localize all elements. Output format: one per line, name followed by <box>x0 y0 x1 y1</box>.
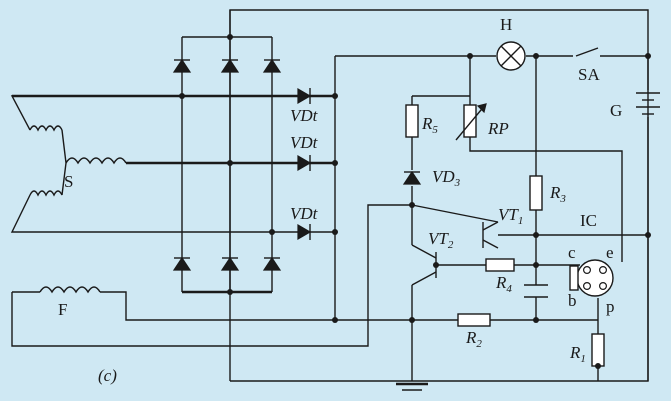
zener-vd3 <box>402 170 422 185</box>
vt2-label: VT2 <box>428 229 454 251</box>
stator-winding-s <box>10 94 335 233</box>
potentiometer-rp <box>455 103 487 141</box>
ic-label: IC <box>580 211 597 230</box>
r5-label: R5 <box>421 114 438 136</box>
battery-g <box>636 56 660 381</box>
r3-label: R3 <box>549 183 566 205</box>
lamp-h <box>496 41 526 71</box>
ic-socket <box>569 259 614 297</box>
bridge-rectifier <box>172 10 282 293</box>
transistor-vt2 <box>411 244 437 286</box>
r2-label: R2 <box>465 328 482 350</box>
ic-pin-c: c <box>568 243 576 262</box>
exciter-diodes <box>297 56 336 320</box>
lamp-label: H <box>500 15 512 34</box>
capacitor <box>524 284 548 298</box>
resistor-r2 <box>457 313 491 327</box>
top-rail <box>335 47 648 57</box>
r1-label: R1 <box>569 343 586 365</box>
ic-pin-e: e <box>606 243 614 262</box>
resistor-r4 <box>485 258 515 272</box>
battery-label: G <box>610 101 622 120</box>
switch-label: SA <box>578 65 600 84</box>
diode-label-1: VDt <box>290 106 319 125</box>
stator-label: S <box>64 172 73 191</box>
rp-label: RP <box>487 119 509 138</box>
vd3-label: VD3 <box>432 167 461 189</box>
field-winding-f <box>11 204 412 347</box>
figure-caption: (c) <box>98 366 117 385</box>
transistor-vt1 <box>411 204 499 249</box>
r4-label: R4 <box>495 273 512 295</box>
ground-symbol <box>396 382 428 391</box>
regulator-wiring <box>411 56 648 381</box>
field-label: F <box>58 300 67 319</box>
resistor-r5 <box>405 104 419 138</box>
junction-dots <box>179 34 651 369</box>
ic-pin-p: p <box>606 297 615 316</box>
ic-pin-b: b <box>568 291 577 310</box>
diode-label-3: VDt <box>290 204 319 223</box>
resistor-r1 <box>591 333 605 367</box>
vt1-label: VT1 <box>498 205 523 227</box>
diode-label-2: VDt <box>290 133 319 152</box>
resistor-r3 <box>529 175 543 211</box>
